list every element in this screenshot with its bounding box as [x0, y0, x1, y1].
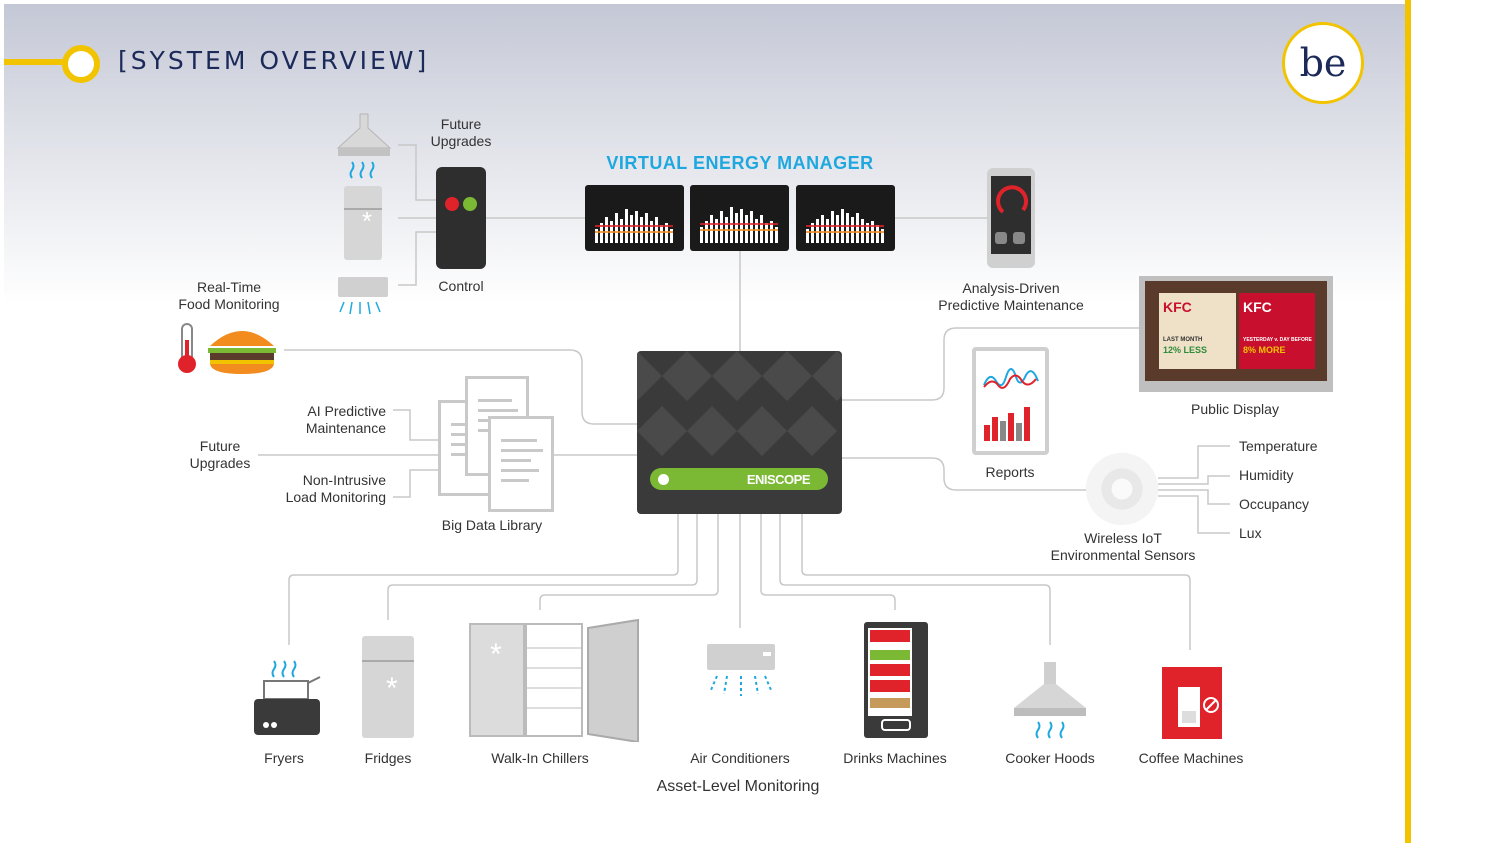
sensor-lux: Lux — [1239, 525, 1262, 541]
display-left-value: 12% LESS — [1163, 345, 1208, 355]
food-monitoring-line-1: Real-Time — [196, 279, 262, 295]
future-upgrades-left-line-1: Future — [199, 438, 241, 454]
accent-rule — [1405, 0, 1411, 843]
gauge-icon — [996, 185, 1029, 214]
asset-label-drinks-machines: Drinks Machines — [843, 750, 947, 766]
display-brand-left: KFC — [1163, 299, 1192, 315]
display-panel-right: KFC YESTERDAY v. DAY BEFORE 8% MORE — [1239, 293, 1315, 369]
burger-icon — [208, 331, 276, 374]
appliance-stack-icon: * — [336, 113, 392, 315]
bar-graph-icon — [700, 207, 778, 243]
predictive-line-1: Analysis-Driven — [962, 280, 1060, 296]
display-left-heading: LAST MONTH — [1163, 337, 1203, 343]
asset-label-coffee-machines: Coffee Machines — [1138, 750, 1244, 766]
ai-predictive-line-2: Maintenance — [305, 420, 386, 436]
vem-screen-2 — [690, 185, 789, 251]
control-remote-icon — [436, 167, 486, 269]
predictive-label: Analysis-Driven Predictive Maintenance — [930, 280, 1092, 314]
asset-monitoring-caption: Asset-Level Monitoring — [656, 778, 820, 795]
asset-label-fryers: Fryers — [264, 750, 304, 766]
walk-in-chiller-icon: * — [469, 618, 639, 742]
page-title: [SYSTEM OVERVIEW] — [118, 46, 430, 75]
future-upgrades-line-1: Future — [440, 116, 482, 132]
food-monitoring-icon — [178, 323, 276, 374]
display-right-value: 8% MORE — [1243, 345, 1286, 355]
vem-screen-1 — [585, 185, 684, 251]
cooker-hood-icon — [1014, 662, 1086, 739]
brand-logo-text: be — [1299, 41, 1347, 85]
air-conditioner-icon — [707, 644, 775, 696]
fryer-icon — [254, 660, 321, 735]
vem-screen-3 — [796, 185, 895, 251]
reports-icon — [972, 347, 1049, 455]
title-accent-ring — [62, 45, 100, 83]
display-panel-left: KFC LAST MONTH 12% LESS — [1159, 293, 1236, 369]
future-upgrades-left-line-2: Upgrades — [189, 455, 251, 471]
nilm-line-1: Non-Intrusive — [302, 472, 386, 488]
public-display-screen: KFC LAST MONTH 12% LESS KFC YESTERDAY v.… — [1139, 276, 1333, 392]
hub-pattern — [637, 351, 842, 456]
asset-label-air-conditioners: Air Conditioners — [690, 750, 790, 766]
fridge-icon: * — [362, 636, 414, 738]
sensor-humidity: Humidity — [1239, 467, 1294, 483]
reports-label: Reports — [985, 464, 1035, 480]
hub-name: ENISCOPE — [746, 471, 811, 487]
brand-logo: be — [1282, 22, 1364, 104]
sensors-title: Wireless IoT Environmental Sensors — [1040, 530, 1206, 564]
coffee-machine-icon — [1162, 667, 1222, 739]
svg-text:*: * — [362, 206, 372, 236]
control-label: Control — [438, 278, 484, 294]
sensors-title-line-1: Wireless IoT — [1084, 530, 1162, 546]
status-led-icon — [658, 473, 669, 485]
nilm-label: Non-Intrusive Load Monitoring — [256, 472, 386, 506]
asset-label-fridges: Fridges — [364, 750, 412, 766]
public-display-label: Public Display — [1191, 401, 1279, 417]
title-accent-line — [4, 59, 74, 65]
svg-text:*: * — [386, 672, 398, 705]
future-upgrades-label-left: Future Upgrades — [182, 438, 258, 472]
food-monitoring-line-2: Food Monitoring — [178, 296, 280, 312]
drinks-machine-icon — [864, 622, 928, 738]
future-upgrades-label-top: Future Upgrades — [425, 116, 497, 150]
report-chart-icon — [983, 368, 1039, 441]
display-right-heading: YESTERDAY v. DAY BEFORE — [1243, 337, 1312, 343]
sensors-title-line-2: Environmental Sensors — [1050, 547, 1196, 563]
predictive-line-2: Predictive Maintenance — [938, 297, 1084, 313]
svg-text:*: * — [490, 638, 502, 671]
eniscope-hub: ENISCOPE — [637, 351, 842, 514]
bar-graph-icon — [595, 209, 673, 243]
asset-label-cooker-hoods: Cooker Hoods — [1005, 750, 1095, 766]
hub-status-bar: ENISCOPE — [650, 468, 828, 490]
nilm-line-2: Load Monitoring — [285, 489, 386, 505]
bar-graph-icon — [806, 209, 884, 243]
smartphone-icon — [987, 168, 1035, 268]
sensor-temperature: Temperature — [1239, 438, 1318, 454]
wireless-sensor-icon — [1086, 453, 1158, 525]
big-data-label: Big Data Library — [441, 517, 543, 533]
asset-label-walk-in-chillers: Walk-In Chillers — [491, 750, 589, 766]
display-brand-right: KFC — [1243, 299, 1272, 315]
sensor-occupancy: Occupancy — [1239, 496, 1310, 512]
vem-title: VIRTUAL ENERGY MANAGER — [606, 153, 874, 173]
food-monitoring-label: Real-Time Food Monitoring — [170, 279, 288, 313]
ai-predictive-line-1: AI Predictive — [307, 403, 386, 419]
future-upgrades-line-2: Upgrades — [430, 133, 492, 149]
ai-predictive-label: AI Predictive Maintenance — [276, 403, 386, 437]
